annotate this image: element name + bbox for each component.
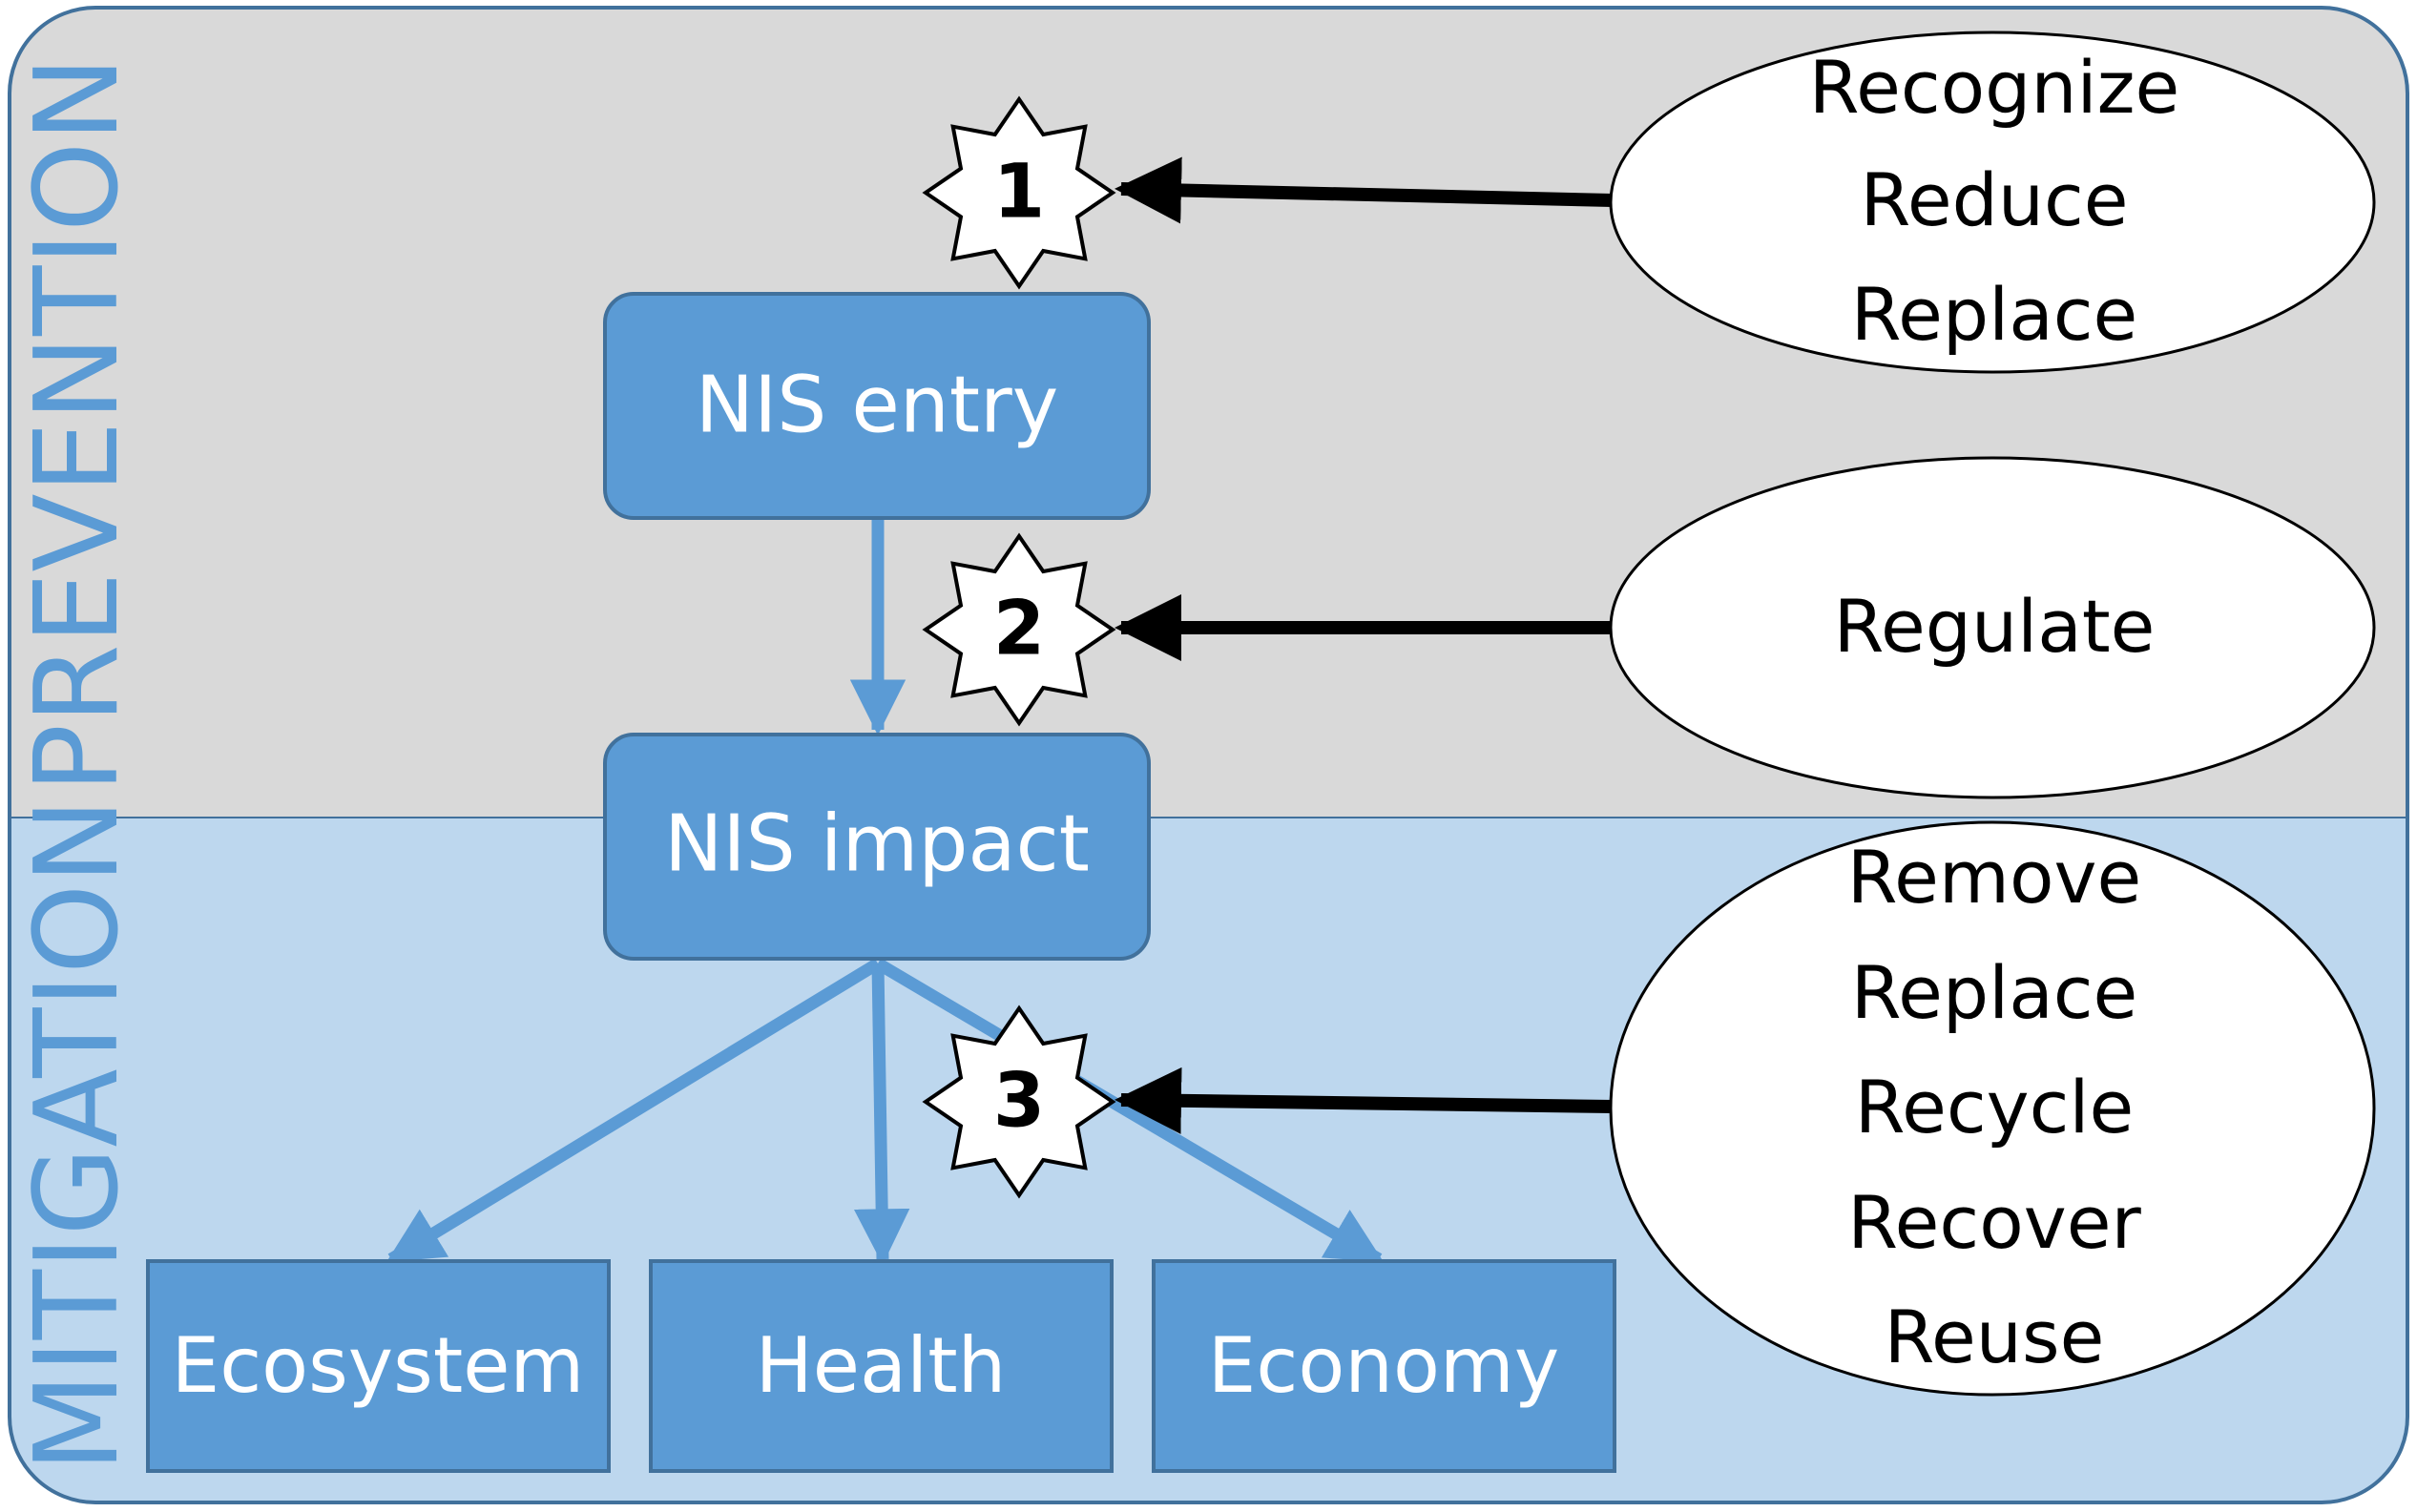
action-list-3: Remove Replace Recycle Recover Reuse — [1847, 835, 2142, 1379]
economy-box — [1152, 1259, 1616, 1473]
ecosystem-label: Ecosystem — [172, 1321, 585, 1410]
action-item: Replace — [1851, 272, 2138, 357]
action-item: Replace — [1851, 950, 2138, 1035]
action-item: Regulate — [1834, 584, 2156, 669]
action-item: Recycle — [1855, 1065, 2135, 1150]
action-list-2: Regulate — [1834, 584, 2156, 669]
step-star-2: 2 — [922, 532, 1116, 727]
nis-impact-label: NIS impact — [664, 798, 1090, 889]
health-label: Health — [756, 1321, 1007, 1410]
step-star-1: 1 — [922, 95, 1116, 290]
ecosystem-box — [146, 1259, 611, 1473]
action-item: Remove — [1847, 835, 2141, 920]
action-arrow-3 — [1115, 1067, 1614, 1134]
impact-to-health-arrow — [853, 963, 910, 1265]
action-item: Reuse — [1885, 1295, 2105, 1379]
prevention-label: PREVENTION — [11, 56, 144, 793]
step-number-3: 3 — [993, 1058, 1045, 1144]
action-arrow-1 — [1115, 156, 1614, 224]
step-number-2: 2 — [993, 586, 1045, 672]
health-box — [649, 1259, 1114, 1473]
step-number-1: 1 — [993, 149, 1045, 235]
mitigation-label: MITIGATION — [11, 798, 144, 1472]
action-ellipse-1 — [1609, 31, 2376, 374]
economy-label: Economy — [1208, 1321, 1559, 1410]
action-item: Recognize — [1809, 45, 2180, 130]
action-list-1: Recognize Reduce Replace — [1809, 45, 2180, 357]
nis-entry-label: NIS entry — [696, 360, 1058, 450]
action-ellipse-2 — [1609, 456, 2376, 799]
step-star-3: 3 — [922, 1005, 1116, 1199]
nis-entry-box — [603, 292, 1151, 520]
action-ellipse-3 — [1609, 820, 2376, 1397]
action-item: Recover — [1847, 1180, 2141, 1265]
outer-frame — [8, 6, 2409, 1504]
nis-impact-box — [603, 733, 1151, 961]
action-item: Reduce — [1860, 157, 2128, 242]
impact-to-ecosystem-arrow — [386, 958, 882, 1265]
